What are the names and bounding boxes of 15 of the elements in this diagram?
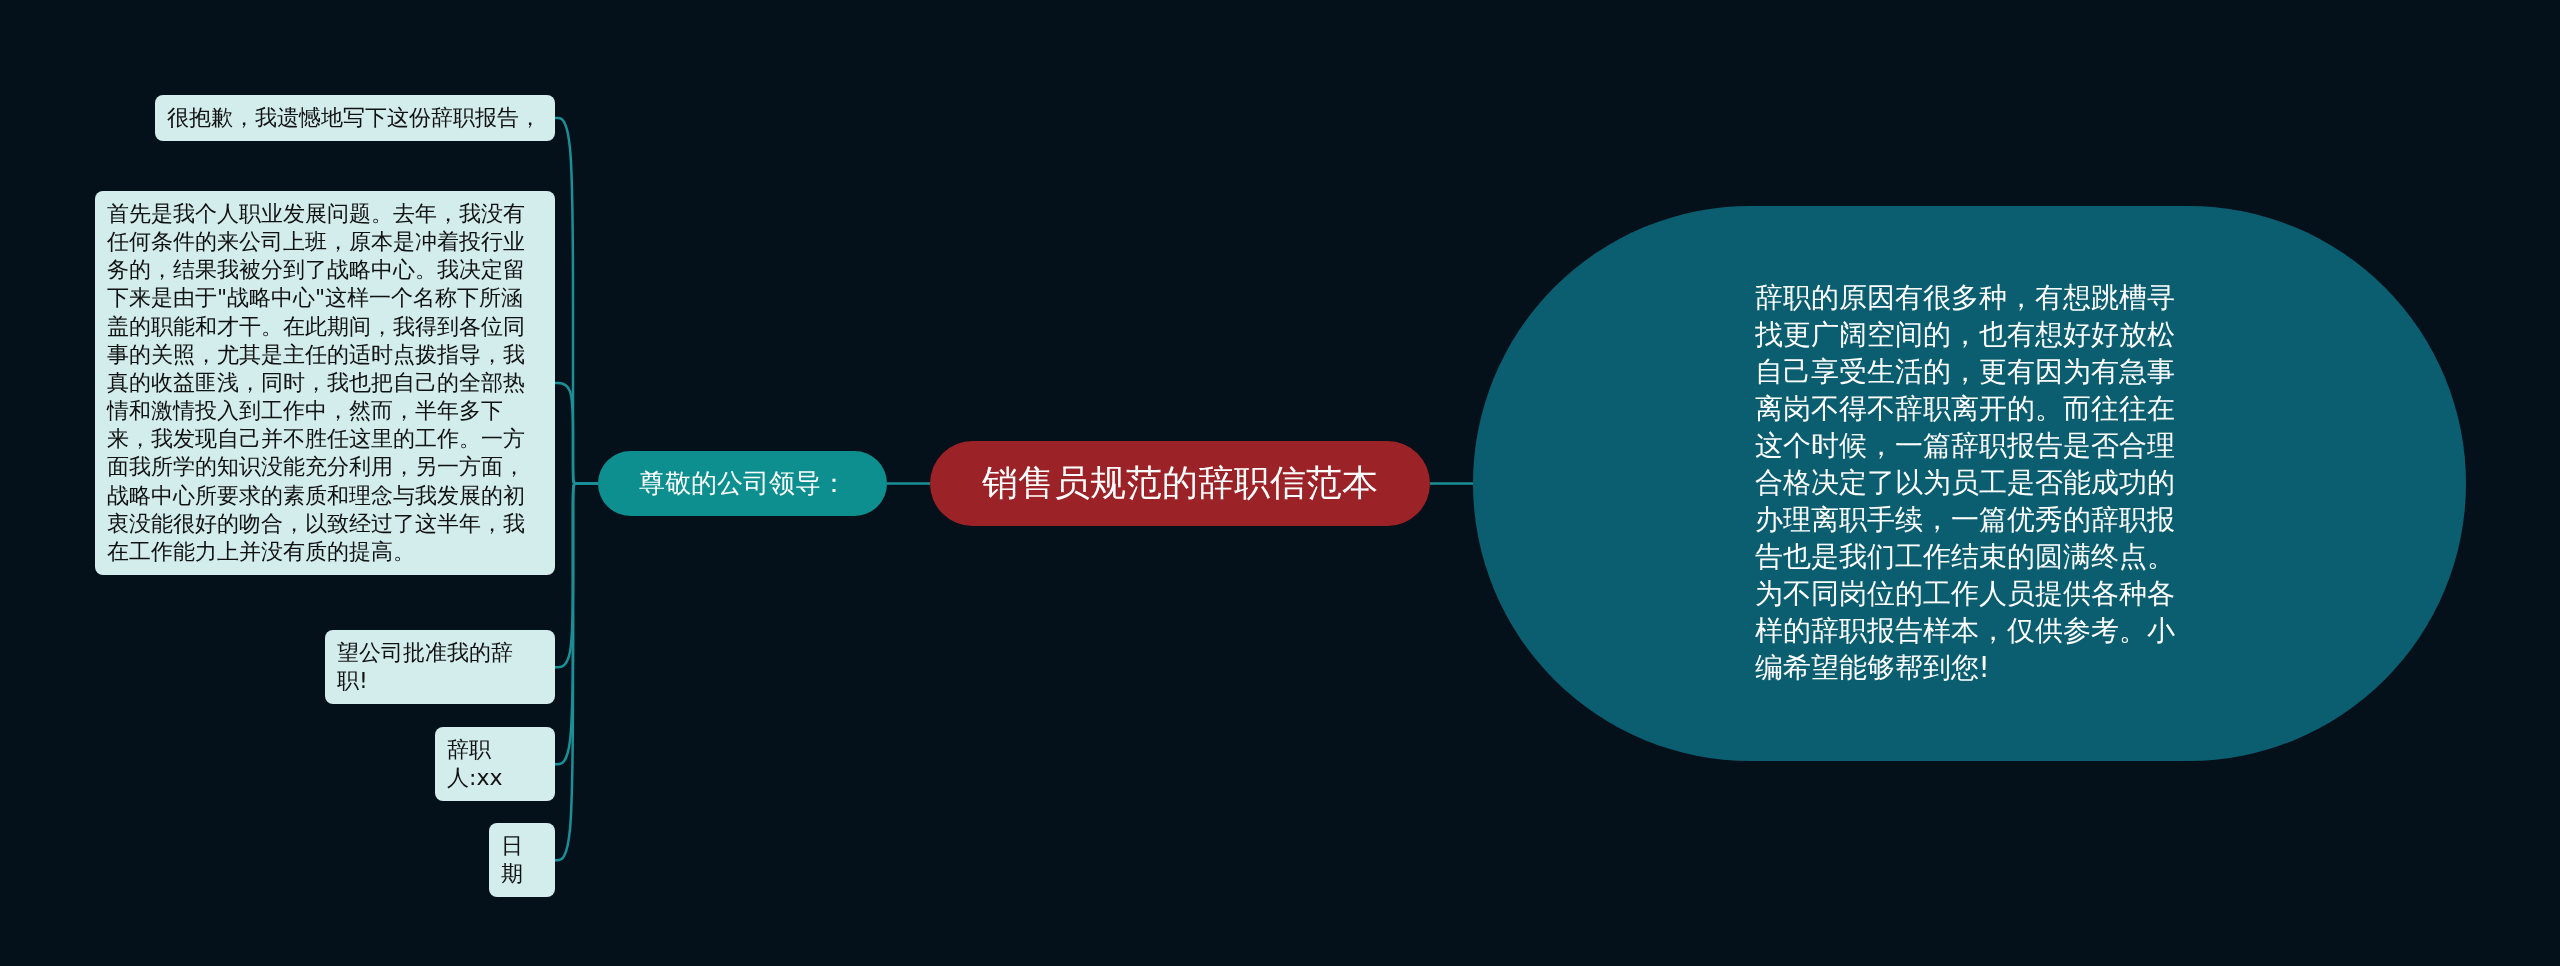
note-card — [155, 95, 555, 142]
summary-text: 辞职的原因有很多种，有想跳槽寻找更广阔空间的，也有想好好放松自己享受生活的，更有因为有急事离岗不得不辞职离开的。而往往在这个时候，一篇辞职报告是否合理合格决定了以为员工是否能成功的办理离职手续，一篇优秀的辞职报告也是我们工作结束的圆满终点。为不同岗位的工作人员提供各种各样的辞职报告样本，仅供参考。小编希望能够帮到您! — [1754, 280, 2176, 686]
note-card — [325, 630, 555, 705]
root-topic-text: 销售员规范的辞职信范本 — [982, 461, 1378, 505]
note-card — [489, 823, 555, 898]
connector-line — [887, 482, 930, 485]
note-text: 首先是我个人职业发展问题。去年，我没有任何条件的来公司上班，原本是冲着投行业务的，结果我被分到了战略中心。我决定留下来是由于"战略中心"这样一个名称下所涵盖的职能和才干。在此期间，我得到各位同事的关照，尤其是主任的适时点拨指导，我真的收益匪浅，同时，我也把自己的全部热情和激情投入到工作中，然而，半年多下来，我发现自己并不胜任这里的工作。一方面我所学的知识没能充分利用，另一方面，战略中心所要求的素质和理念与我发展的初衷没能很好的吻合，以致经过了这半年，我在工作能力上并没有质的提高。 — [107, 200, 526, 566]
note-text: 日期 — [501, 832, 524, 889]
note-text: 望公司批准我的辞职! — [337, 639, 514, 696]
topic-text: 尊敬的公司领导： — [638, 467, 847, 500]
connector-line — [1430, 482, 1473, 485]
note-card — [435, 727, 555, 802]
note-text: 辞职人:xx — [447, 736, 504, 793]
note-text: 很抱歉，我遗憾地写下这份辞职报告， — [167, 104, 542, 132]
connector-line — [554, 482, 598, 862]
